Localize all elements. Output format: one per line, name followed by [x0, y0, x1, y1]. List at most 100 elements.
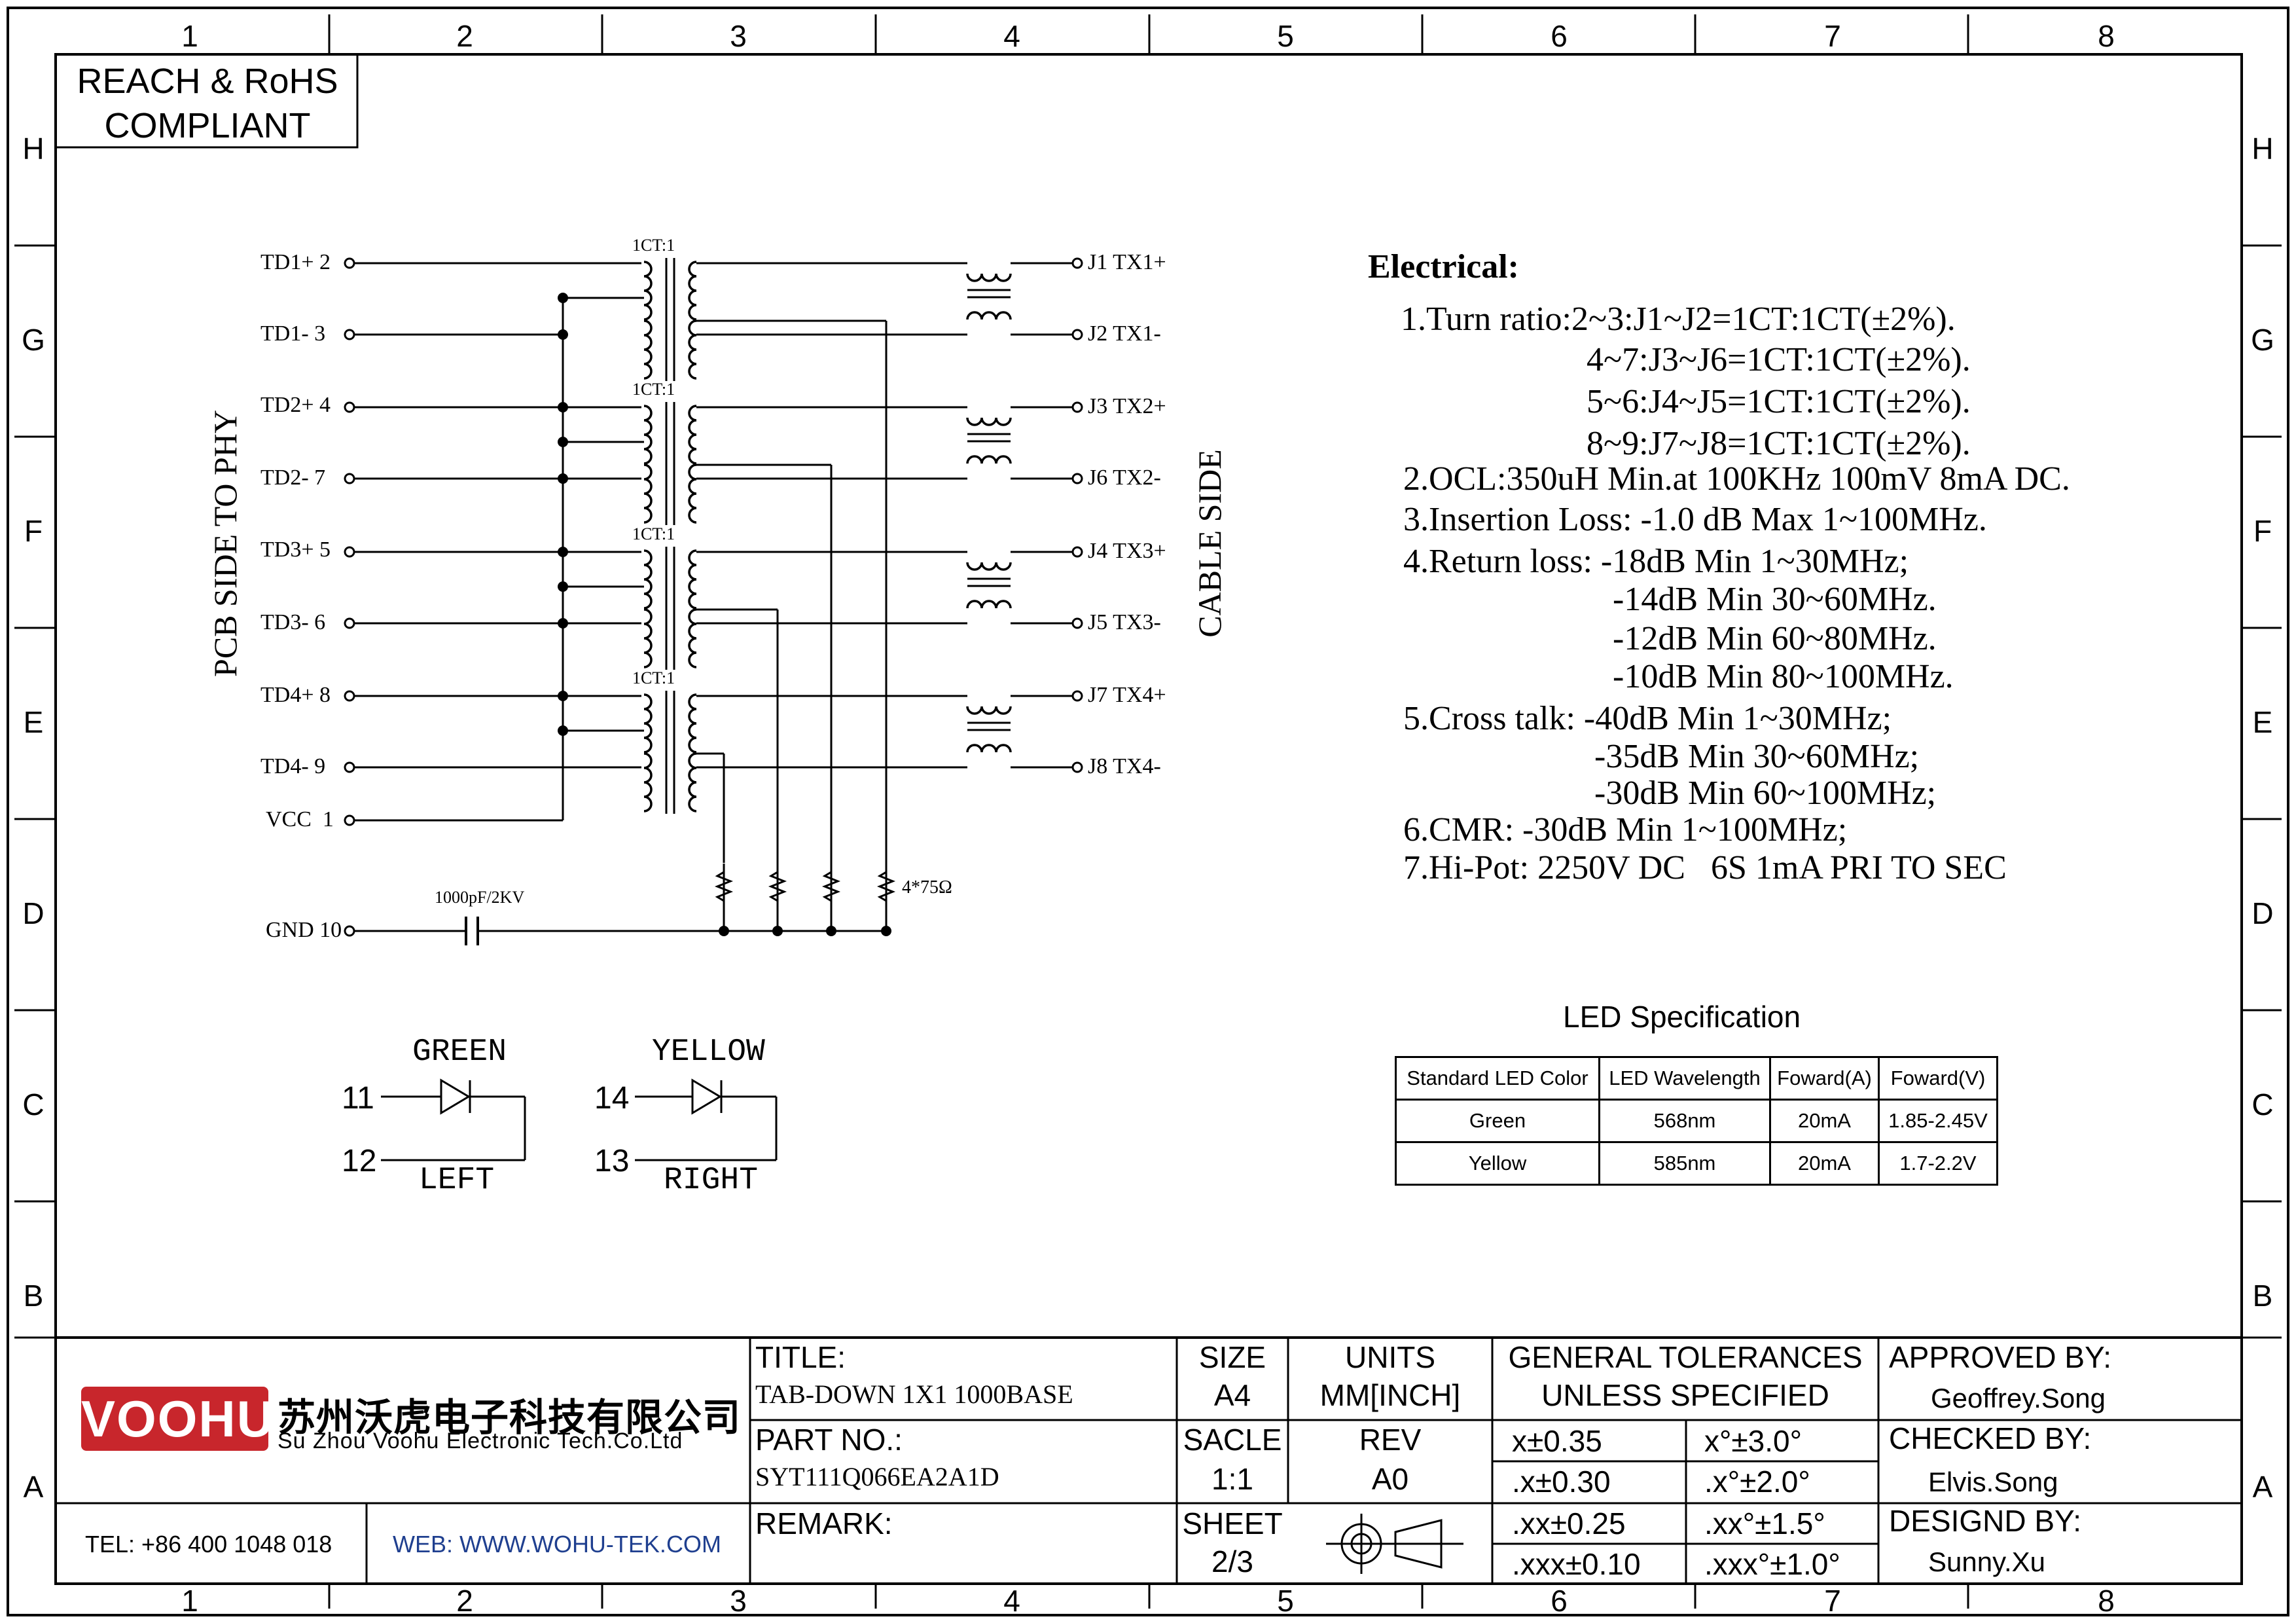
pin-j1: J1 TX1+	[1088, 250, 1166, 274]
tolerance-angular: .x°±2.0°	[1704, 1465, 1810, 1499]
zone-col-2-bottom: 2	[456, 1584, 473, 1618]
led-yellow-label: YELLOW	[652, 1034, 765, 1070]
zone-row-b: B	[23, 1279, 44, 1313]
zone-row-e: E	[23, 705, 44, 739]
scale-label: SACLE	[1183, 1423, 1282, 1457]
scale-value: 1:1	[1211, 1462, 1253, 1496]
pin-td4-plus: TD4+ 8	[260, 683, 331, 707]
electrical-line: -14dB Min 30~60MHz.	[1613, 581, 1937, 618]
table-header-row: Standard LED Color LED Wavelength Foward…	[1395, 1056, 1998, 1101]
rev-value: A0	[1371, 1462, 1409, 1496]
led-yellow-side: RIGHT	[664, 1163, 759, 1198]
zone-row-h-right: H	[2251, 132, 2274, 166]
electrical-line: -35dB Min 30~60MHz;	[1594, 738, 1920, 775]
part-no-value: SYT111Q066EA2A1D	[755, 1462, 999, 1491]
table-cell: 585nm	[1598, 1141, 1771, 1186]
electrical-line: 1.Turn ratio:2~3:J1~J2=1CT:1CT(±2%).	[1401, 301, 1956, 338]
table-header-cell: LED Wavelength	[1598, 1056, 1771, 1101]
pin-j5: J5 TX3-	[1088, 610, 1161, 634]
zone-col-2: 2	[456, 19, 473, 53]
tolerance-angular: .xx°±1.5°	[1704, 1506, 1825, 1541]
sheet-label: SHEET	[1182, 1506, 1283, 1541]
approved-by-label: APPROVED BY:	[1889, 1340, 2112, 1374]
compliance-line-1: REACH & RoHS	[77, 62, 338, 101]
zone-row-d: D	[22, 896, 45, 930]
company-web: WEB: WWW.WOHU-TEK.COM	[393, 1531, 721, 1558]
electrical-line: 7.Hi-Pot: 2250V DC 6S 1mA PRI TO SEC	[1403, 849, 2007, 886]
electrical-line: -10dB Min 80~100MHz.	[1613, 658, 1954, 695]
logo-text: VOOHU	[81, 1390, 276, 1448]
company-logo: VOOHU	[81, 1387, 274, 1451]
company-name-cn: 苏州沃虎电子科技有限公司	[278, 1396, 742, 1439]
size-value: A4	[1213, 1378, 1251, 1412]
sheet-value: 2/3	[1211, 1544, 1253, 1578]
part-no-label: PART NO.:	[755, 1423, 903, 1457]
tolerance-angular: x°±3.0°	[1704, 1424, 1802, 1458]
designed-by-label: DESIGND BY:	[1889, 1504, 2081, 1538]
electrical-line: 8~9:J7~J8=1CT:1CT(±2%).	[1587, 425, 1971, 462]
led-yellow-pin-14: 14	[594, 1081, 630, 1116]
pin-td2-plus: TD2+ 4	[260, 393, 331, 417]
table-header-cell: Foward(A)	[1769, 1056, 1880, 1101]
pin-td3-minus: TD3- 6	[260, 610, 326, 634]
electrical-heading: Electrical:	[1368, 248, 1519, 285]
electrical-line: 2.OCL:350uH Min.at 100KHz 100mV 8mA DC.	[1403, 460, 2070, 498]
electrical-line: 5.Cross talk: -40dB Min 1~30MHz;	[1403, 700, 1892, 737]
capacitor-label: 1000pF/2KV	[435, 888, 525, 907]
zone-col-5: 5	[1277, 19, 1294, 53]
pin-j6: J6 TX2-	[1088, 465, 1161, 490]
pin-td4-minus: TD4- 9	[260, 754, 326, 778]
electrical-line: 4~7:J3~J6=1CT:1CT(±2%).	[1587, 341, 1971, 378]
approved-by-value: Geoffrey.Song	[1931, 1383, 2106, 1413]
tolerance-linear: .xx±0.25	[1512, 1506, 1626, 1541]
pin-td1-minus: TD1- 3	[260, 321, 326, 346]
title-value: TAB-DOWN 1X1 1000BASE	[755, 1379, 1073, 1409]
zone-row-a: A	[23, 1470, 44, 1504]
zone-row-g-right: G	[2251, 323, 2274, 357]
table-cell: Green	[1395, 1099, 1600, 1143]
compliance-box: REACH & RoHS COMPLIANT	[60, 59, 355, 148]
pin-j3: J3 TX2+	[1088, 394, 1166, 418]
led-spec-table: Standard LED Color LED Wavelength Foward…	[1395, 1056, 1998, 1186]
table-header-cell: Foward(V)	[1878, 1056, 1998, 1101]
zone-row-f: F	[24, 514, 43, 548]
table-cell: 1.7-2.2V	[1878, 1141, 1998, 1186]
company-name-en: Su Zhou Voohu Electronic Tech.Co.Ltd	[278, 1429, 683, 1453]
pin-vcc: VCC 1	[266, 807, 334, 831]
pin-j8: J8 TX4-	[1088, 754, 1161, 778]
led-green-side: LEFT	[419, 1163, 495, 1198]
led-green-pin-12: 12	[342, 1144, 377, 1178]
table-row: Green 568nm 20mA 1.85-2.45V	[1395, 1099, 1998, 1143]
table-cell: 1.85-2.45V	[1878, 1099, 1998, 1143]
company-tel: TEL: +86 400 1048 018	[85, 1531, 332, 1558]
units-value: MM[INCH]	[1319, 1378, 1461, 1412]
zone-col-4: 4	[1003, 19, 1020, 53]
transformer-ratio-label: 1CT:1	[632, 236, 675, 255]
pin-td3-plus: TD3+ 5	[260, 538, 331, 562]
tolerance-linear: .xxx±0.10	[1512, 1547, 1641, 1581]
zone-col-8: 8	[2098, 19, 2115, 53]
led-green-pin-11: 11	[342, 1081, 374, 1116]
pin-gnd: GND 10	[266, 918, 342, 942]
tolerances-subtitle: UNLESS SPECIFIED	[1541, 1378, 1829, 1412]
zone-col-1-bottom: 1	[181, 1584, 198, 1618]
electrical-line: 5~6:J4~J5=1CT:1CT(±2%).	[1587, 383, 1971, 420]
table-cell: 20mA	[1769, 1099, 1880, 1143]
remark-label: REMARK:	[755, 1506, 893, 1541]
zone-col-6-bottom: 6	[1551, 1584, 1568, 1618]
zone-row-c: C	[22, 1087, 45, 1122]
table-cell: Yellow	[1395, 1141, 1600, 1186]
tolerance-linear: .x±0.30	[1512, 1465, 1611, 1499]
size-label: SIZE	[1198, 1340, 1266, 1374]
zone-col-7: 7	[1824, 19, 1841, 53]
pin-j7: J7 TX4+	[1088, 683, 1166, 707]
electrical-line: 6.CMR: -30dB Min 1~100MHz;	[1403, 811, 1848, 848]
zone-col-7-bottom: 7	[1824, 1584, 1841, 1618]
resistor-label: 4*75Ω	[902, 877, 952, 898]
table-row: Yellow 585nm 20mA 1.7-2.2V	[1395, 1141, 1998, 1186]
zone-row-b-right: B	[2252, 1279, 2273, 1313]
led-green-label: GREEN	[412, 1034, 507, 1070]
checked-by-value: Elvis.Song	[1928, 1467, 2058, 1497]
